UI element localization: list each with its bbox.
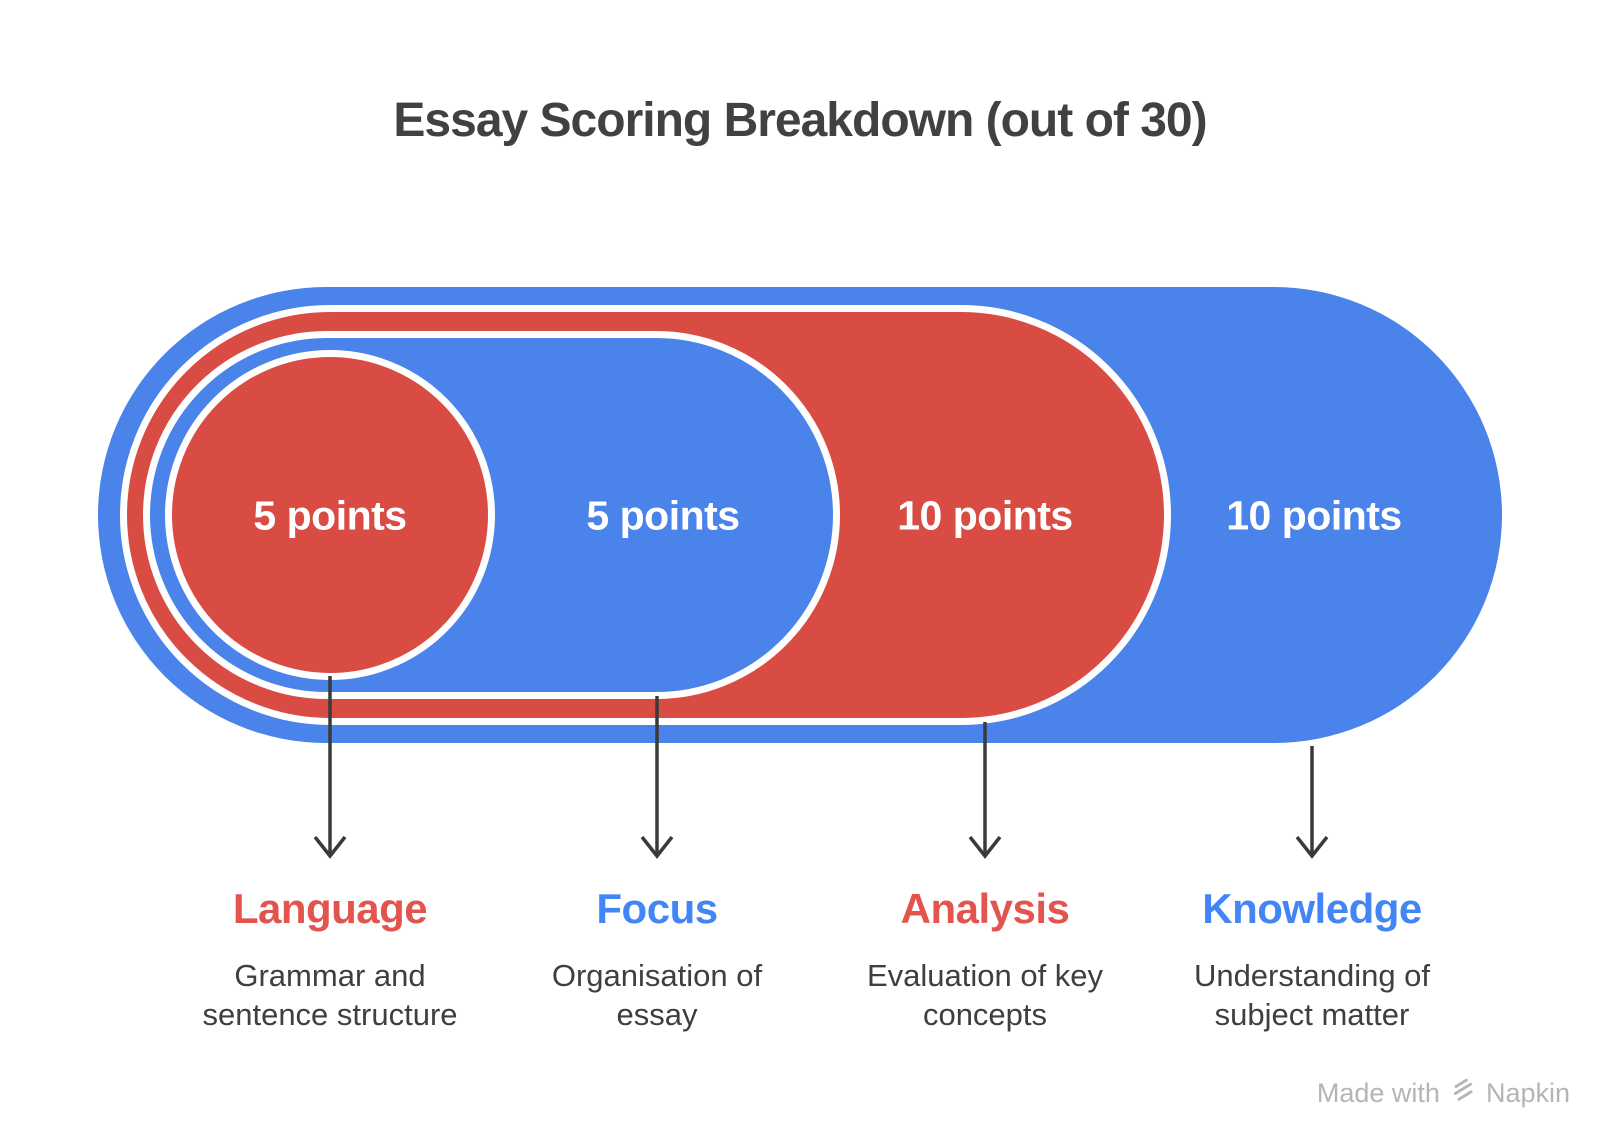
category-description-focus: Organisation of essay	[551, 958, 763, 1033]
points-label-focus: 5 points	[586, 492, 740, 539]
arrow-focus	[635, 696, 679, 860]
category-label-focus: Focus	[596, 885, 718, 932]
circle-language	[165, 350, 495, 680]
points-label-analysis: 10 points	[897, 492, 1073, 539]
points-label-language: 5 points	[253, 492, 407, 539]
napkin-logo-icon	[1449, 1076, 1477, 1111]
category-label-knowledge: Knowledge	[1202, 885, 1422, 932]
column-analysis: Analysis Evaluation of key concepts	[840, 884, 1130, 1034]
category-description-knowledge: Understanding of subject matter	[1193, 958, 1431, 1033]
footer: Made with Napkin	[1317, 1076, 1570, 1111]
made-with-text: Made with	[1316, 1078, 1440, 1108]
diagram-title: Essay Scoring Breakdown (out of 30)	[393, 94, 1207, 147]
column-focus: Focus Organisation of essay	[512, 884, 802, 1034]
category-label-analysis: Analysis	[900, 885, 1070, 932]
arrow-language	[308, 676, 352, 860]
column-language: Language Grammar and sentence structure	[185, 884, 475, 1034]
brand-text: Napkin	[1485, 1078, 1570, 1108]
arrow-knowledge	[1290, 746, 1334, 860]
column-knowledge: Knowledge Understanding of subject matte…	[1167, 884, 1457, 1034]
category-label-language: Language	[232, 885, 428, 932]
category-description-analysis: Evaluation of key concepts	[866, 958, 1104, 1033]
points-label-knowledge: 10 points	[1226, 492, 1402, 539]
category-description-language: Grammar and sentence structure	[202, 958, 458, 1033]
arrow-analysis	[963, 722, 1007, 860]
